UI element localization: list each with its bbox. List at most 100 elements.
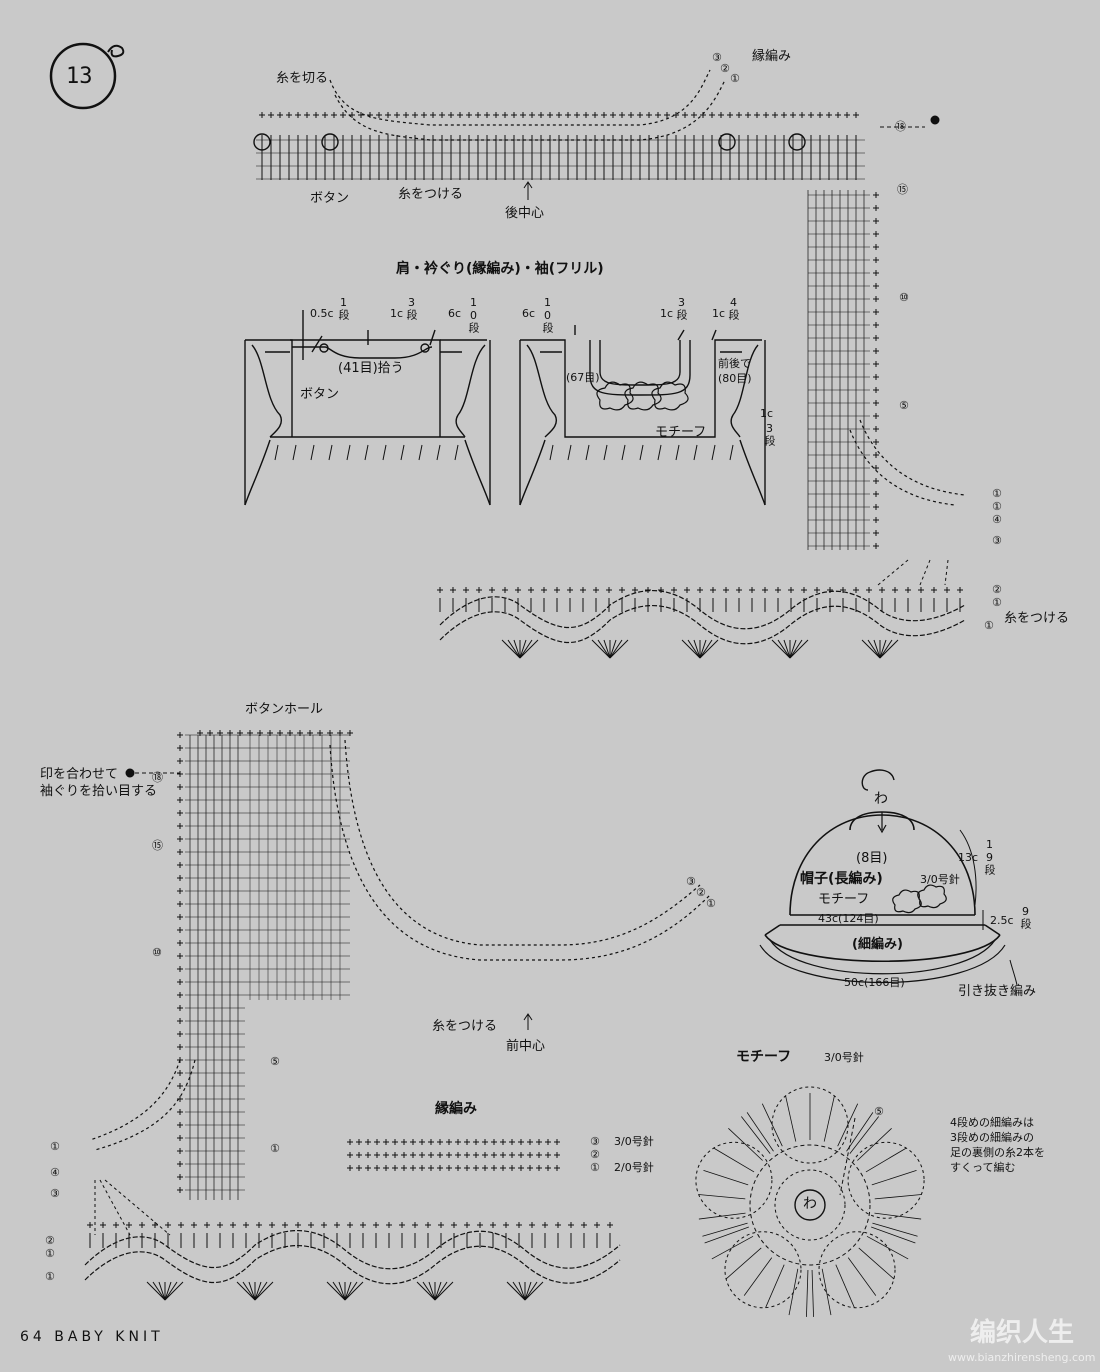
scallop-fan: [344, 1281, 352, 1301]
motif-stitch: [835, 1264, 855, 1308]
front-m4: 1c: [760, 407, 774, 420]
pattern-number: 13: [66, 64, 93, 89]
scallop-fan: [434, 1281, 448, 1301]
scallop-fan: [338, 1281, 346, 1301]
hat-schematic: [759, 769, 1018, 986]
scallop-fan: [434, 1281, 442, 1301]
motif-note-3: 足の裏側の糸2本を: [950, 1146, 1045, 1159]
scallop-fan: [861, 639, 881, 659]
hat-motif-label: モチーフ: [818, 892, 870, 907]
row-1-mark-top: ①: [730, 72, 740, 85]
ruffle-stroke: [585, 444, 590, 461]
ruffle-stroke: [567, 444, 572, 461]
motif-stitch: [741, 1116, 771, 1154]
ruffle-stroke: [657, 444, 662, 461]
ruffle-stroke: [603, 444, 608, 461]
scallop-fan: [326, 1281, 346, 1301]
attach-yarn-label-top: 糸をつける: [398, 187, 464, 202]
scallop-fan: [158, 1281, 166, 1301]
hat-height-rows: 19段: [983, 838, 996, 875]
scallop-fan: [248, 1281, 256, 1301]
front-m4-rows: 3段: [763, 422, 776, 446]
row-4-mark: ④: [992, 513, 1002, 526]
hat-band-rows: 9段: [1019, 905, 1032, 929]
scallop-fan: [783, 639, 791, 659]
scallop-fan: [603, 639, 611, 659]
back-m3: 6c: [448, 307, 462, 320]
attach-yarn-label-bottom: 糸をつける: [432, 1019, 498, 1034]
schematic-heading: 肩・衿ぐり(縁編み)・袖(フリル): [396, 261, 604, 277]
edging-needle-1: 2/0号針: [614, 1161, 654, 1174]
scallop-fan: [164, 1281, 184, 1301]
motif-stitch: [823, 1095, 835, 1142]
row-2-mark-c: ②: [696, 886, 706, 899]
button-label-schematic: ボタン: [300, 387, 340, 402]
scallop-fan: [771, 639, 791, 659]
row-3-mark: ③: [992, 534, 1002, 547]
ruffle-stroke: [675, 444, 680, 461]
row-4-mark-b: ④: [50, 1166, 60, 1179]
motif-stitch: [785, 1095, 797, 1142]
schematic-front: [519, 325, 766, 506]
top-yoke-chart: [253, 69, 966, 550]
motif-stitch: [704, 1226, 749, 1244]
edging-row-3: ③: [590, 1135, 600, 1148]
edging-chart-title: 縁編み: [435, 1101, 477, 1117]
scallop-fan: [699, 639, 719, 659]
ruffle-stroke: [693, 444, 698, 461]
back-m1: 0.5c: [310, 307, 334, 320]
hat-brim: 50c(166目): [844, 976, 905, 989]
row-18-mark-b: ⑱: [152, 771, 163, 784]
motif-stitch: [702, 1222, 748, 1237]
ruffle-stroke: [274, 444, 279, 461]
front-m2: 1c: [660, 307, 674, 320]
motif-stitch: [698, 1194, 746, 1200]
motif-stitch: [872, 1222, 918, 1237]
ruffle-stroke: [364, 444, 369, 461]
row-15-mark: ⑮: [897, 183, 908, 196]
row-18-mark: ⑱: [895, 120, 906, 133]
scallop-fan: [693, 639, 701, 659]
scallop-fan: [152, 1281, 166, 1301]
scallop-fan: [609, 639, 623, 659]
watermark-url: www.bianzhirensheng.com: [948, 1351, 1096, 1364]
motif-note-4: すくって編む: [950, 1161, 1016, 1174]
motif-stitch: [821, 1268, 832, 1316]
ruffle-stroke: [418, 444, 423, 461]
hat-ring: わ: [874, 791, 888, 807]
row-3-mark-c: ③: [686, 875, 696, 888]
row-5-mark-b: ⑤: [270, 1055, 280, 1068]
scallop-fan: [687, 639, 701, 659]
scallop-fan: [501, 639, 521, 659]
motif-label-schematic: モチーフ: [655, 425, 707, 440]
row-1-mark-g: ①: [45, 1247, 55, 1260]
motif-title: モチーフ: [736, 1049, 792, 1065]
row-15-mark-b: ⑮: [152, 839, 163, 852]
scallop-fan: [344, 1281, 364, 1301]
hat-slip: 引き抜き編み: [958, 984, 1037, 999]
motif-petal: [818, 1231, 896, 1309]
hat-needle: 3/0号針: [920, 873, 960, 886]
row-1-mark-h: ①: [45, 1270, 55, 1283]
cut-yarn-label: 糸を切る: [276, 71, 329, 86]
motif-chart: [695, 1086, 925, 1317]
hat-band: (細編み): [852, 937, 903, 952]
pattern-number-circle: [49, 42, 117, 110]
front-m1-rows: 10段: [541, 296, 554, 333]
row-1-mark-a: ①: [992, 487, 1002, 500]
row-10-mark-b: ⑩: [152, 946, 162, 959]
scallop-fan: [789, 639, 803, 659]
motif-stitch: [874, 1194, 922, 1200]
row-1-mark-b: ①: [992, 500, 1002, 513]
scallop-fan: [164, 1281, 172, 1301]
row-1-mark-d: ①: [984, 619, 994, 632]
ruffle-stroke: [729, 444, 734, 461]
back-m2: 1c: [390, 307, 404, 320]
scallop-fan: [699, 639, 707, 659]
row-1-mark-e: ①: [270, 1142, 280, 1155]
scallop-fan: [146, 1281, 166, 1301]
row-1-mark-i: ①: [706, 897, 716, 910]
scallop-fan: [344, 1281, 358, 1301]
back-m1-rows: 1段: [337, 296, 350, 320]
motif-stitch: [846, 1112, 874, 1152]
